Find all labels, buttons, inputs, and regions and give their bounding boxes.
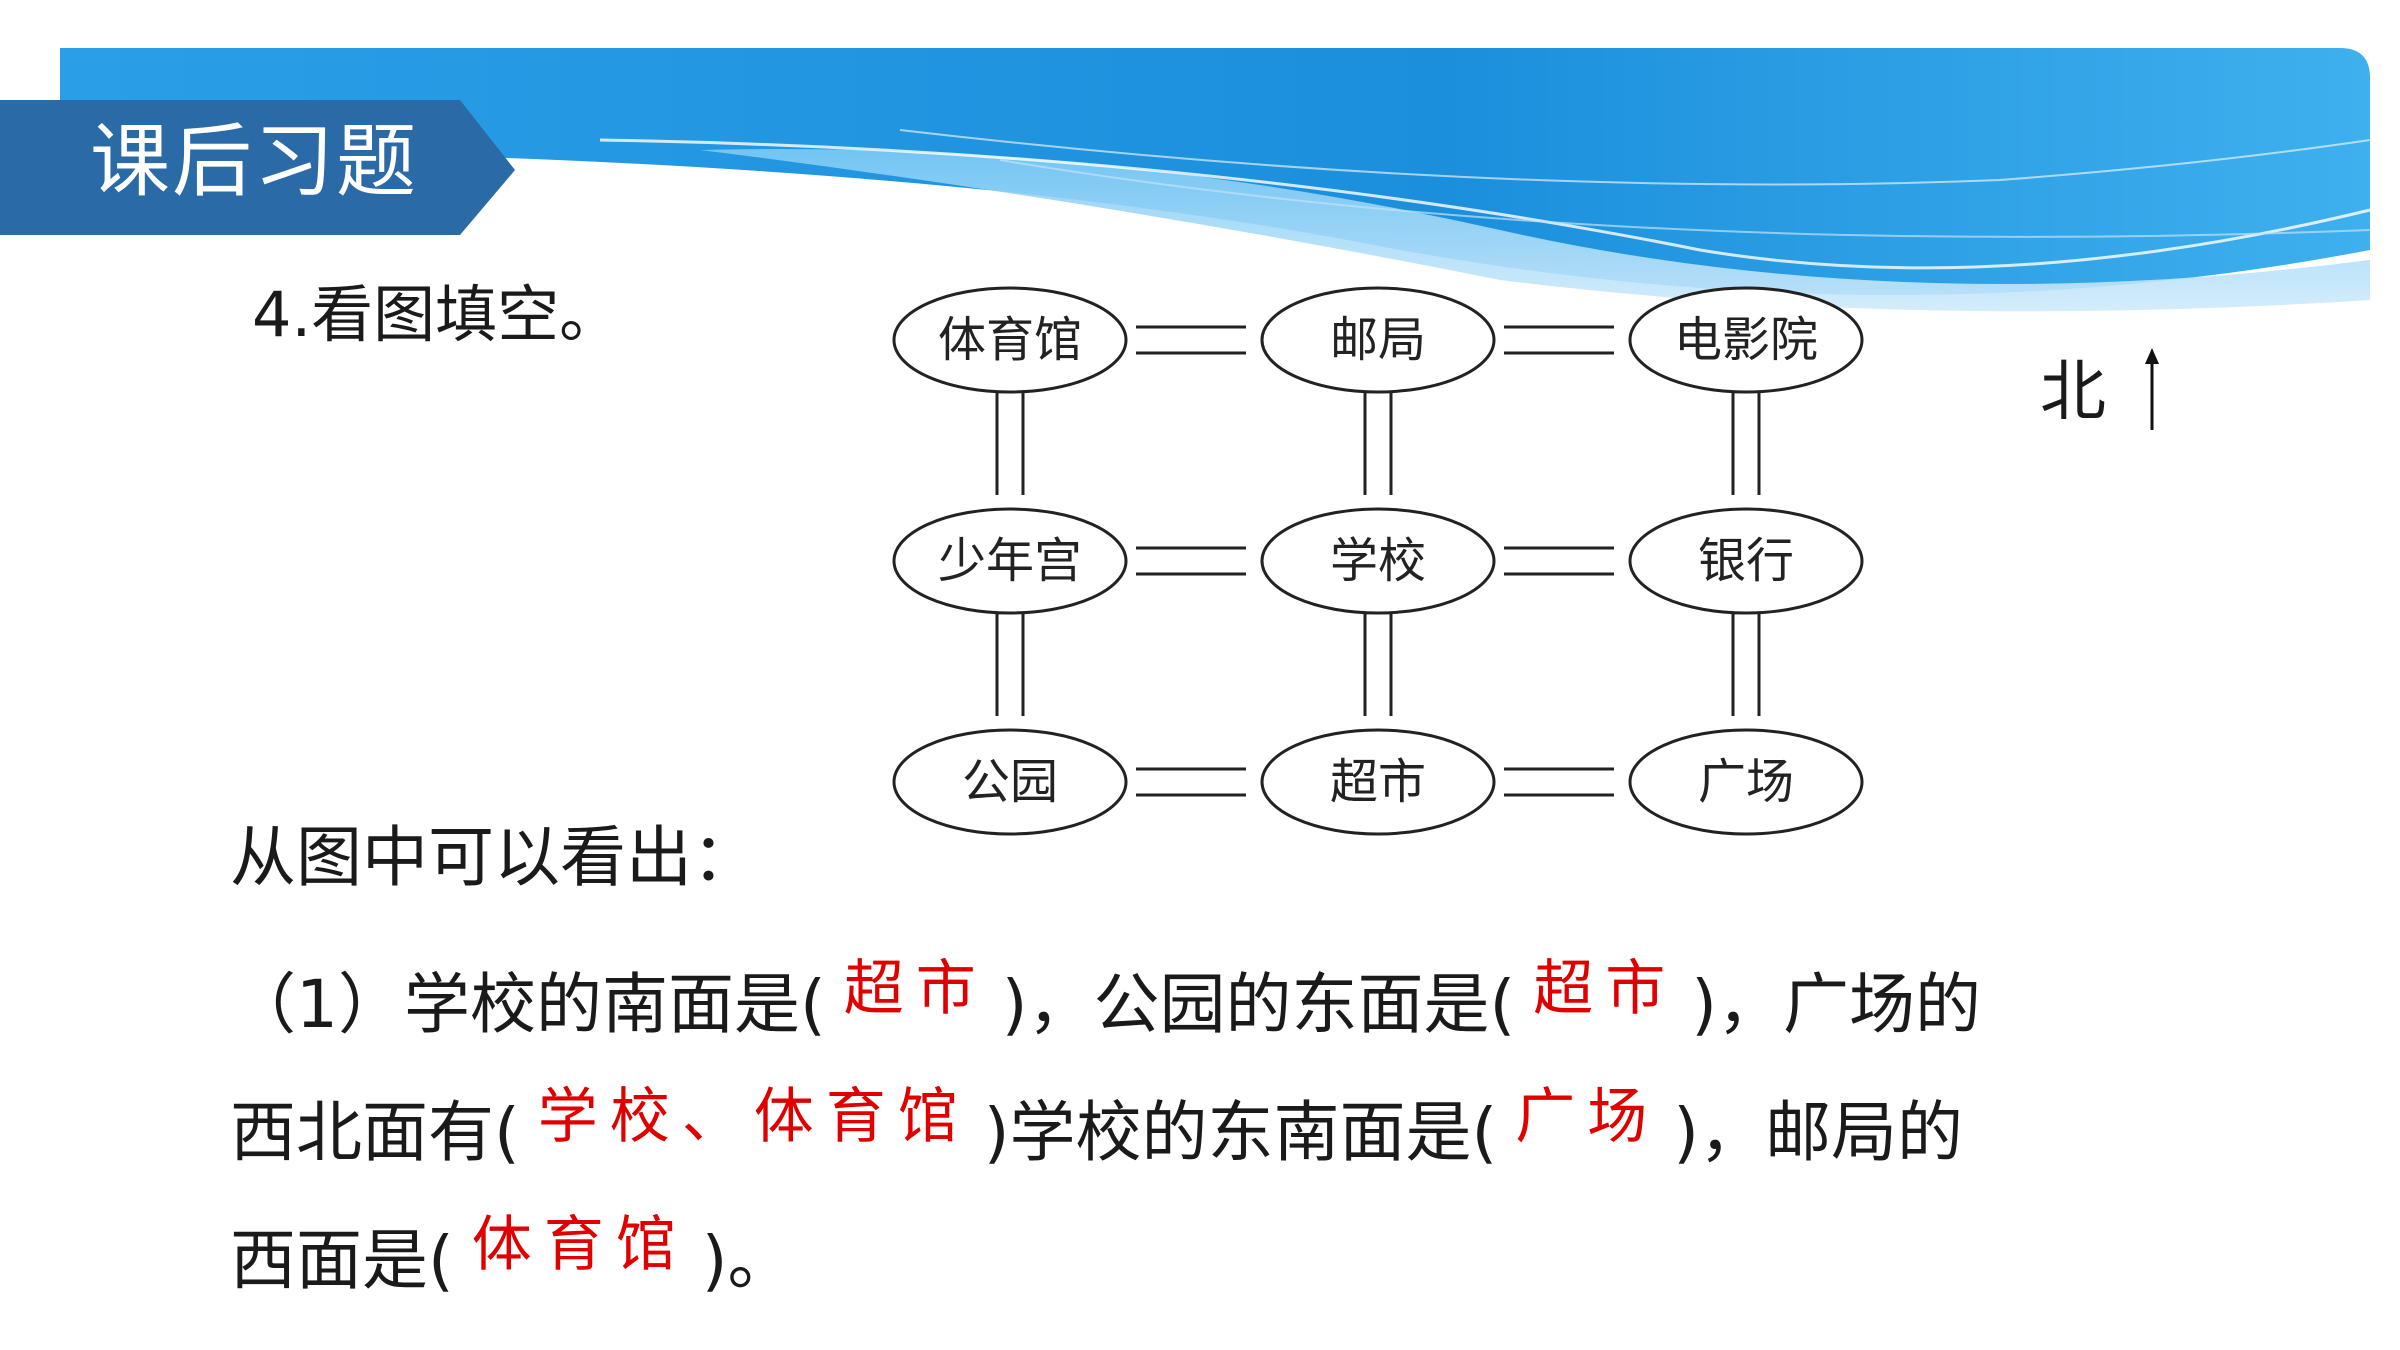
exercise-text: )，公园的东面是( — [1001, 966, 1516, 1043]
exercise-text: 西北面有( — [230, 1094, 520, 1171]
exercise-text: )学校的东南面是( — [983, 1094, 1498, 1171]
north-arrow-icon — [2145, 348, 2159, 430]
node-ellipse — [1260, 507, 1496, 615]
place-label: 广场 — [1698, 754, 1794, 810]
map-diagram: 体育馆 邮局 电影院 少年宫 学校 银行 公园 超市 广场 — [892, 286, 1864, 836]
question-title: 4.看图填空。 — [252, 278, 622, 351]
exercise-text: )。 — [701, 1222, 794, 1299]
node-ellipse — [1628, 728, 1864, 836]
node-ellipse — [1628, 286, 1864, 394]
place-label: 超市 — [1330, 754, 1426, 810]
north-label: 北 — [2040, 353, 2106, 430]
intro-text: 从图中可以看出： — [230, 819, 758, 896]
place-label: 公园 — [962, 754, 1058, 810]
node-ellipse — [1628, 507, 1864, 615]
place-label: 电影院 — [1674, 312, 1818, 368]
place-label: 少年宫 — [938, 533, 1082, 589]
answer-text: 广场 — [1515, 1082, 1660, 1152]
place-label: 体育馆 — [938, 312, 1082, 368]
answer-text: 超市 — [1533, 954, 1678, 1024]
answer-text: 体育馆 — [471, 1210, 688, 1280]
answer-text: 超市 — [843, 954, 988, 1024]
exercise-text: 西面是( — [230, 1222, 454, 1299]
place-label: 邮局 — [1330, 312, 1426, 368]
place-label: 学校 — [1330, 533, 1426, 589]
answer-text: 学校、体育馆 — [537, 1082, 970, 1152]
exercise-text: )，邮局的 — [1673, 1094, 1963, 1171]
header-banner — [0, 48, 2371, 312]
node-ellipse — [1260, 286, 1496, 394]
node-ellipse — [892, 286, 1128, 394]
place-label: 银行 — [1698, 533, 1794, 589]
node-ellipse — [1260, 728, 1496, 836]
exercise-text: )，广场的 — [1691, 966, 1981, 1043]
exercise-paragraph: （1）学校的南面是(超市)，公园的东面是(超市)，广场的 西北面有(学校、体育馆… — [230, 942, 2230, 1326]
exercise-text: （1）学校的南面是( — [230, 966, 826, 1043]
node-ellipse — [892, 507, 1128, 615]
node-ellipse — [892, 728, 1128, 836]
section-title: 课后习题 — [90, 115, 418, 208]
